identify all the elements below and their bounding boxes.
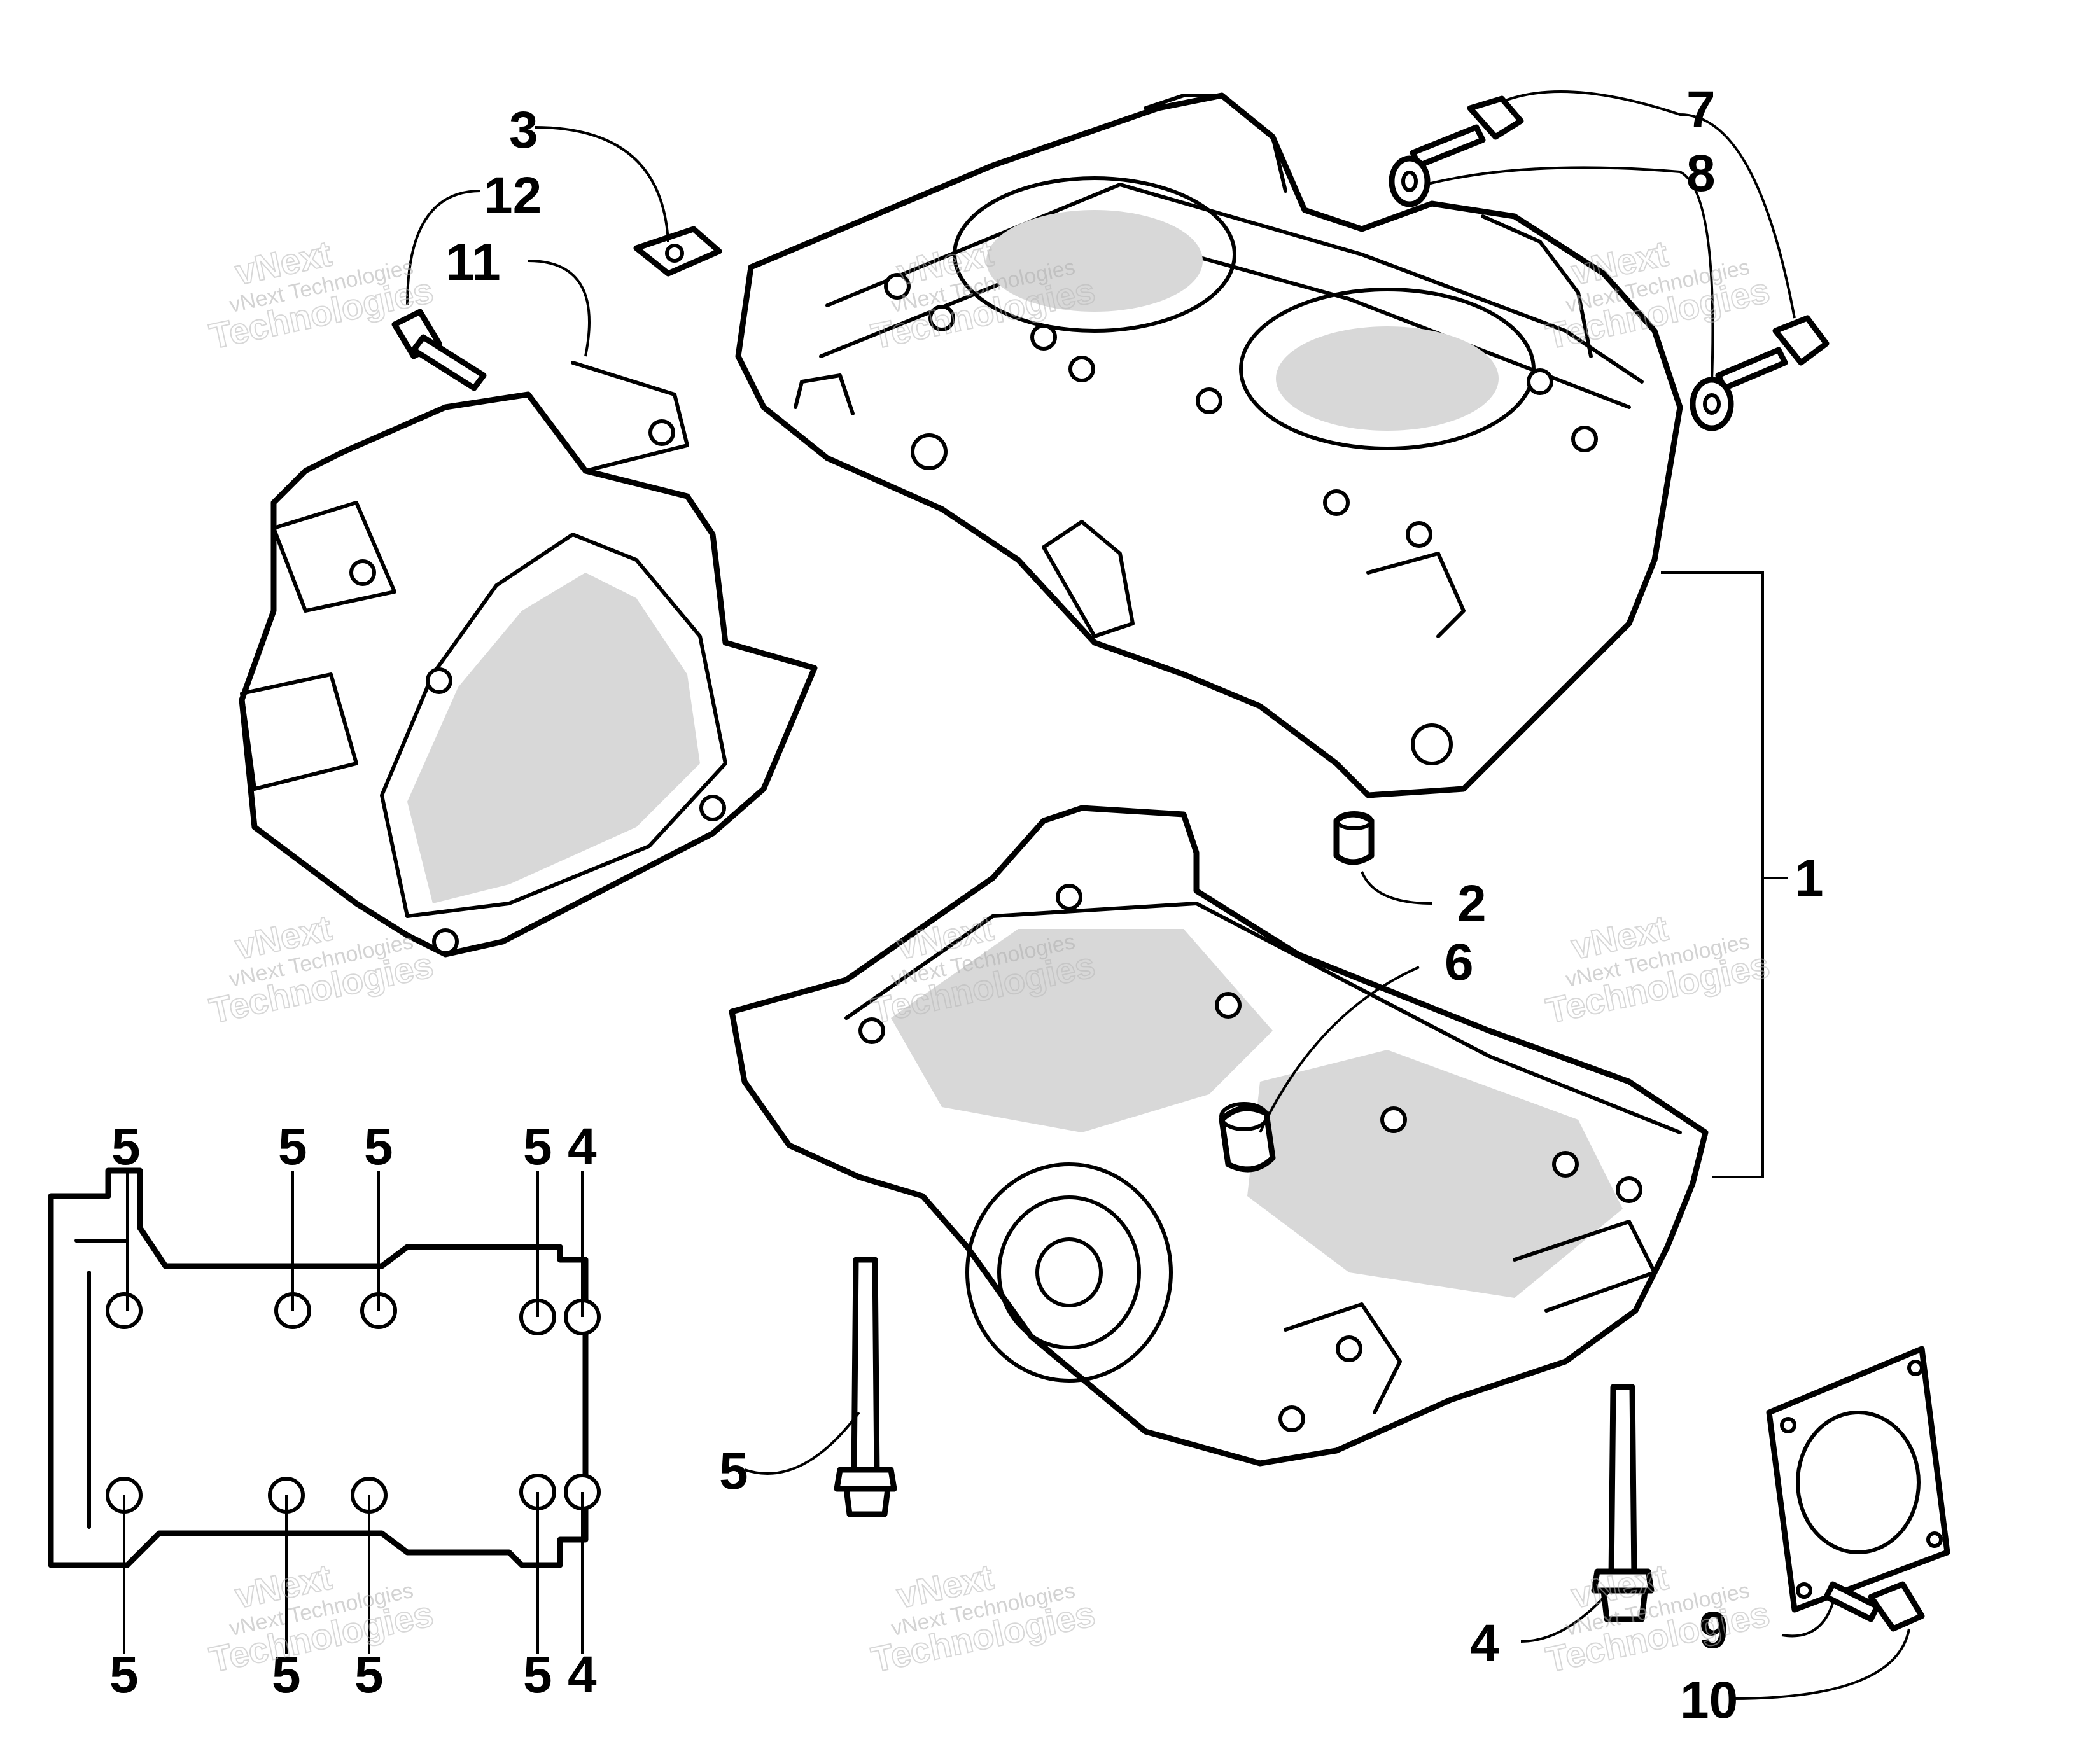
callout-9: 9 bbox=[1699, 1601, 1728, 1659]
callout-4: 4 bbox=[1470, 1614, 1499, 1672]
inset-bottom-label-1: 5 bbox=[109, 1646, 139, 1704]
watermark-9: vNext vNext Technologies Technologies bbox=[1542, 1556, 1774, 1680]
screw-7 bbox=[1410, 95, 1524, 169]
callout-2: 2 bbox=[1457, 875, 1487, 933]
washer-8b bbox=[1690, 377, 1734, 431]
callout-6: 6 bbox=[1445, 933, 1474, 991]
upper-crankcase-half bbox=[735, 92, 1683, 798]
screw-10 bbox=[1823, 1581, 1925, 1632]
watermark-3: vNext vNext Technologies Technologies bbox=[1542, 232, 1774, 357]
lower-crankcase-half bbox=[729, 805, 1709, 1467]
inset-top-label-5: 4 bbox=[568, 1118, 597, 1176]
dowel-pin bbox=[1333, 811, 1375, 865]
watermark-6: vNext vNext Technologies Technologies bbox=[1542, 907, 1774, 1031]
inset-bottom-label-4: 5 bbox=[523, 1646, 552, 1704]
watermark-7: vNext vNext Technologies Technologies bbox=[206, 1556, 437, 1680]
inset-hole-t1 bbox=[106, 1292, 143, 1329]
inset-top-label-2: 5 bbox=[278, 1118, 307, 1176]
bushing bbox=[1219, 1102, 1276, 1173]
callout-11: 11 bbox=[445, 233, 501, 291]
callout-5: 5 bbox=[719, 1442, 748, 1500]
washer-8 bbox=[1389, 155, 1431, 207]
callout-labels: 1 2 3 4 5 6 7 8 9 10 11 12 5 5 5 5 4 5 5… bbox=[109, 81, 1824, 1729]
callout-3: 3 bbox=[509, 101, 538, 159]
inset-bottom-label-5: 4 bbox=[568, 1646, 597, 1704]
leader-lines bbox=[123, 90, 1910, 1700]
watermark-8: vNext vNext Technologies Technologies bbox=[867, 1556, 1099, 1680]
inset-bottom-label-3: 5 bbox=[354, 1646, 384, 1704]
screw-7b bbox=[1715, 315, 1830, 391]
callout-10: 10 bbox=[1680, 1671, 1738, 1729]
flywheel-housing bbox=[239, 361, 818, 958]
callout-7: 7 bbox=[1686, 81, 1716, 139]
stud-bolt-4 bbox=[1591, 1384, 1655, 1622]
tab-washer bbox=[633, 226, 722, 277]
stud-bolt-5 bbox=[834, 1257, 897, 1517]
inset-top-label-3: 5 bbox=[364, 1118, 393, 1176]
inset-top-label-1: 5 bbox=[111, 1118, 141, 1176]
callout-12: 12 bbox=[484, 167, 542, 225]
gasket-plate-9 bbox=[1766, 1346, 1950, 1613]
screw-12 bbox=[391, 309, 487, 391]
bolt-layout-inset bbox=[48, 1167, 601, 1568]
inset-bottom-label-2: 5 bbox=[272, 1646, 301, 1704]
inset-top-label-4: 5 bbox=[523, 1118, 552, 1176]
callout-1: 1 bbox=[1795, 849, 1824, 907]
callout-8: 8 bbox=[1686, 144, 1716, 202]
